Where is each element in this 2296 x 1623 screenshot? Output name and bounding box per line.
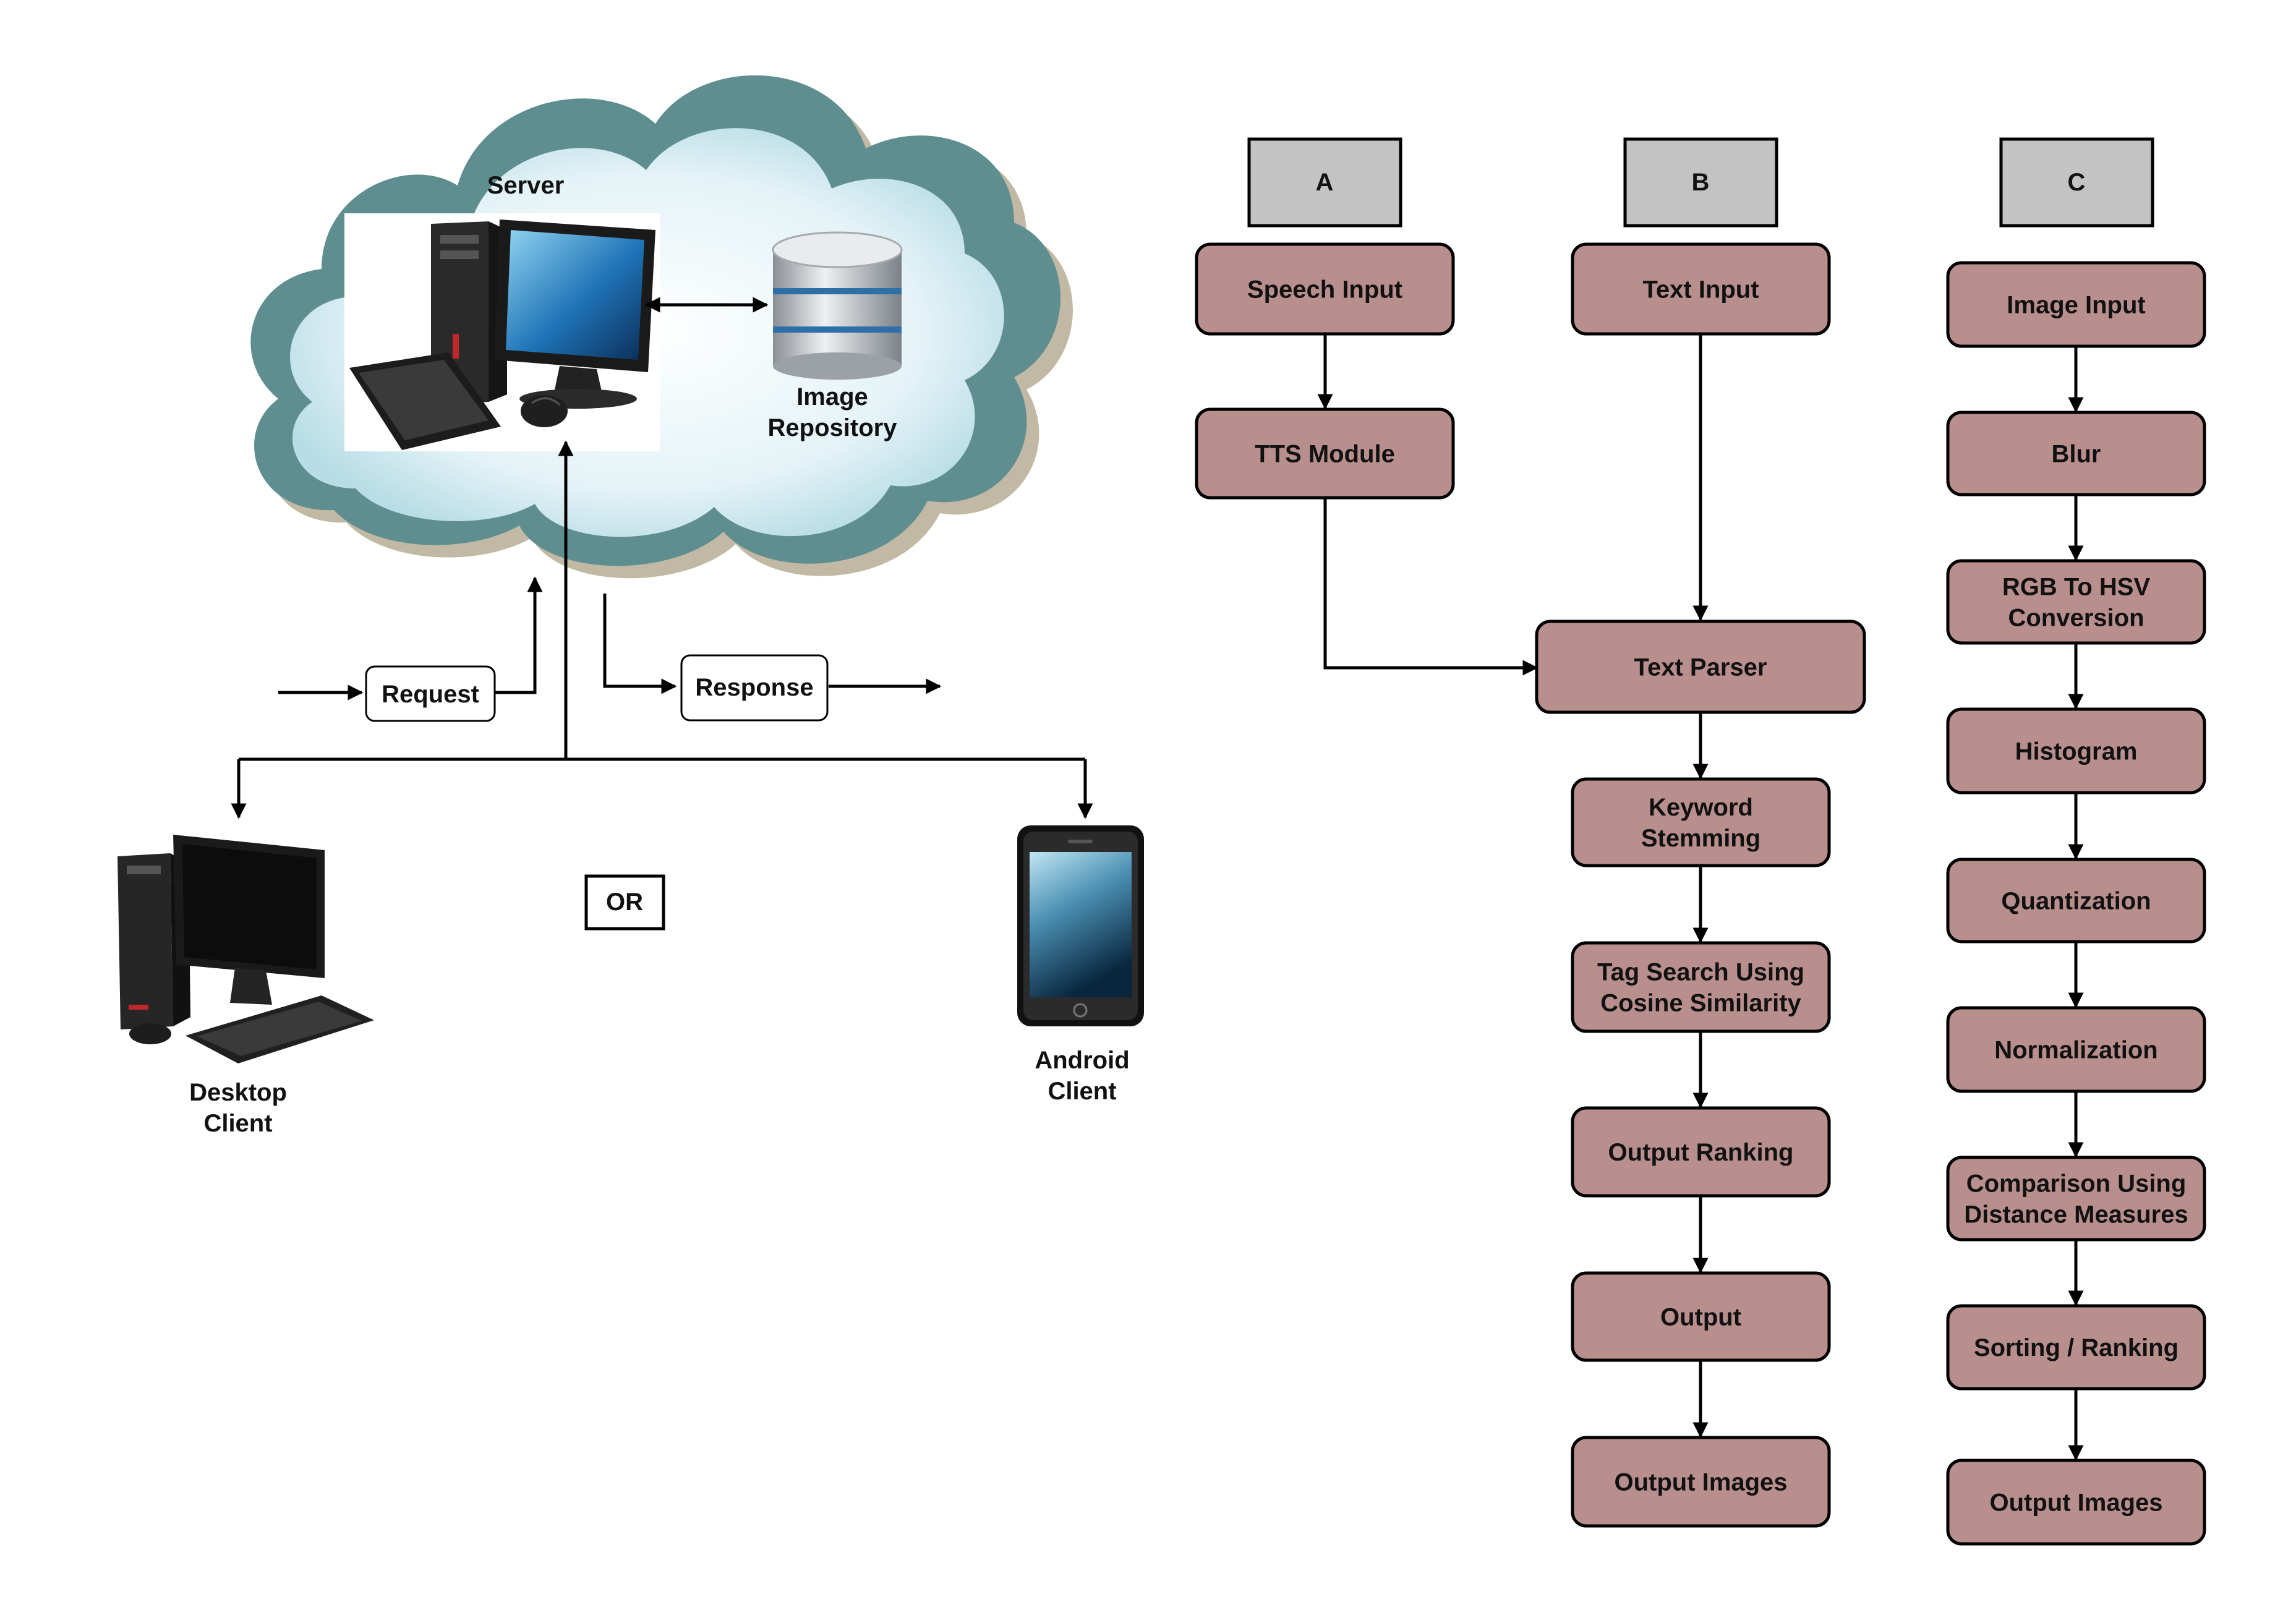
server-label: Server xyxy=(487,172,565,199)
column-a-header-box xyxy=(1247,137,1402,228)
column-a-header: A xyxy=(1316,169,1334,196)
column-b-step-label-4-line1: Tag Search Using xyxy=(1597,959,1804,986)
column-c-step-box-3 xyxy=(1946,559,2206,645)
column-b-step-label-6: Output xyxy=(1660,1304,1741,1331)
column-b-step-label-5: Output Ranking xyxy=(1608,1139,1794,1166)
column-c-step-label-5: Quantization xyxy=(2001,888,2151,915)
request-box xyxy=(365,665,496,722)
column-b-step-box-7 xyxy=(1571,1436,1831,1528)
column-c-header: C xyxy=(2068,169,2086,196)
column-c-step-label-2: Blur xyxy=(2052,441,2101,468)
column-c-step-label-3-line2: Conversion xyxy=(2008,605,2144,632)
column-c-step-label-7-line1: Comparison Using xyxy=(1966,1170,2187,1198)
repository-label-line2: Repository xyxy=(768,414,898,441)
column-c-step-label-1: Image Input xyxy=(2007,292,2145,319)
column-a-step-label-1: Speech Input xyxy=(1247,276,1402,304)
column-c-step-box-4 xyxy=(1946,707,2206,794)
column-c-step-label-8: Sorting / Ranking xyxy=(1974,1334,2179,1361)
column-c-step-box-7 xyxy=(1946,1156,2206,1242)
column-c-step-label-6: Normalization xyxy=(1994,1037,2157,1064)
column-b-step-box-3 xyxy=(1571,777,1831,867)
column-b-step-box-1 xyxy=(1571,242,1831,336)
column-a-step-box-1 xyxy=(1195,242,1455,336)
android-client-label-line2: Client xyxy=(1048,1078,1116,1105)
column-b-step-box-6 xyxy=(1571,1271,1831,1362)
android-client-label-line1: Android xyxy=(1035,1047,1129,1074)
column-b-step-label-2: Text Parser xyxy=(1634,654,1767,681)
server-computer-icon xyxy=(344,213,660,451)
column-b-step-label-1: Text Input xyxy=(1642,276,1759,304)
smartphone-icon xyxy=(1017,825,1144,1026)
column-c-step-label-4: Histogram xyxy=(2015,738,2138,765)
column-b-step-box-4 xyxy=(1571,941,1831,1033)
or-label: OR xyxy=(606,888,643,916)
column-c-step-box-1 xyxy=(1946,261,2206,348)
desktop-client-label-line1: Desktop xyxy=(189,1079,287,1106)
repository-label-line1: Image xyxy=(796,383,868,411)
column-b-step-label-4-line2: Cosine Similarity xyxy=(1600,990,1801,1017)
column-b-step-label-3-line2: Stemming xyxy=(1641,825,1760,852)
flow-connectors xyxy=(1317,334,2084,1461)
network-connectors xyxy=(231,440,1093,819)
column-b-header: B xyxy=(1692,169,1710,196)
database-icon xyxy=(772,231,903,380)
column-c-step-label-7-line2: Distance Measures xyxy=(1964,1201,2188,1229)
column-a-step-label-2: TTS Module xyxy=(1255,441,1395,468)
column-c-step-label-3-line1: RGB To HSV xyxy=(2002,574,2151,601)
column-b-step-label-7: Output Images xyxy=(1614,1469,1787,1496)
column-a-step-box-2 xyxy=(1195,407,1455,500)
column-b-step-box-2 xyxy=(1535,620,1866,714)
desktop-client-label-line2: Client xyxy=(203,1110,272,1137)
column-c-step-box-6 xyxy=(1946,1006,2206,1093)
column-b-header-box xyxy=(1623,137,1778,228)
response-label: Response xyxy=(695,674,813,701)
column-c-step-box-8 xyxy=(1946,1304,2206,1391)
column-b-step-label-3-line1: Keyword xyxy=(1649,794,1753,821)
desktop-client-icon xyxy=(99,822,380,1067)
column-c-step-box-2 xyxy=(1946,411,2206,496)
column-c-step-box-5 xyxy=(1946,858,2206,944)
column-b-step-box-5 xyxy=(1571,1106,1831,1198)
or-box xyxy=(584,874,665,931)
column-c-step-box-9 xyxy=(1946,1459,2206,1546)
request-label: Request xyxy=(382,681,479,708)
column-c-step-label-9: Output Images xyxy=(1989,1489,2162,1517)
column-c-header-box xyxy=(1999,137,2154,228)
response-box xyxy=(680,654,829,722)
